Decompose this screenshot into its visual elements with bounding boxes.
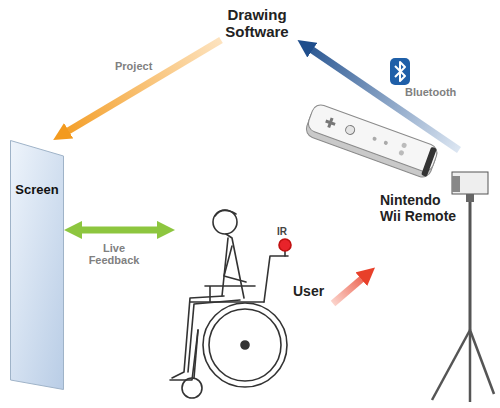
remote-ir-end — [421, 147, 437, 177]
node-text: Drawing Software — [212, 6, 302, 40]
flow-arrow — [64, 40, 221, 134]
edge-label: Live Feedback — [84, 242, 144, 266]
caster-wheel — [182, 378, 202, 398]
sensor-box — [452, 172, 488, 194]
ir-label: IR — [277, 226, 287, 237]
wii-remote-figure — [304, 102, 440, 179]
screen-outline — [10, 140, 64, 390]
person-arm — [224, 246, 246, 282]
remote-dpad — [324, 116, 337, 129]
wheel-handrim — [209, 309, 281, 381]
tripod-leg — [470, 330, 494, 394]
tripod-pole — [469, 202, 472, 330]
flow-arrow — [307, 47, 459, 150]
remote-button — [372, 136, 377, 141]
edge-label: Project — [115, 60, 165, 72]
person-leg-back — [188, 300, 240, 372]
person-head — [213, 210, 237, 234]
person-leg — [172, 296, 224, 378]
tripod-leg — [469, 330, 472, 402]
bluetooth-badge — [390, 58, 410, 85]
chair-armrest — [205, 286, 255, 302]
remote-a-button — [344, 124, 356, 136]
bluetooth-icon — [390, 58, 410, 85]
bluetooth-rune — [395, 62, 405, 81]
flow-arrow — [76, 226, 163, 233]
remote-button — [401, 142, 407, 148]
software-node: Drawing Software — [212, 6, 302, 40]
tripod-figure — [432, 172, 494, 402]
node-text: User — [293, 283, 324, 299]
person-back — [226, 234, 244, 298]
node-text: Screen — [15, 182, 58, 197]
wheel-rim — [203, 303, 287, 387]
ir-led — [279, 239, 291, 251]
tripod-leg — [432, 330, 470, 400]
sensor-lens — [452, 176, 460, 192]
flow-arrow — [333, 275, 366, 303]
user-node: User — [175, 200, 333, 315]
tripod-head — [466, 194, 474, 202]
wheelchair-user-figure — [170, 210, 291, 398]
wii-remote-node: Nintendo Wii Remote — [375, 150, 495, 400]
screen-panel: Screen — [10, 140, 64, 390]
edge-label: Bluetooth — [405, 86, 465, 98]
remote-button — [383, 140, 388, 145]
chair-back — [264, 256, 288, 302]
person-hair — [215, 210, 236, 216]
wheel-hub — [241, 341, 249, 349]
screen-surface — [11, 141, 64, 390]
node-text: Nintendo Wii Remote — [380, 192, 464, 224]
remote-button — [398, 150, 404, 156]
remote-top — [306, 102, 440, 173]
